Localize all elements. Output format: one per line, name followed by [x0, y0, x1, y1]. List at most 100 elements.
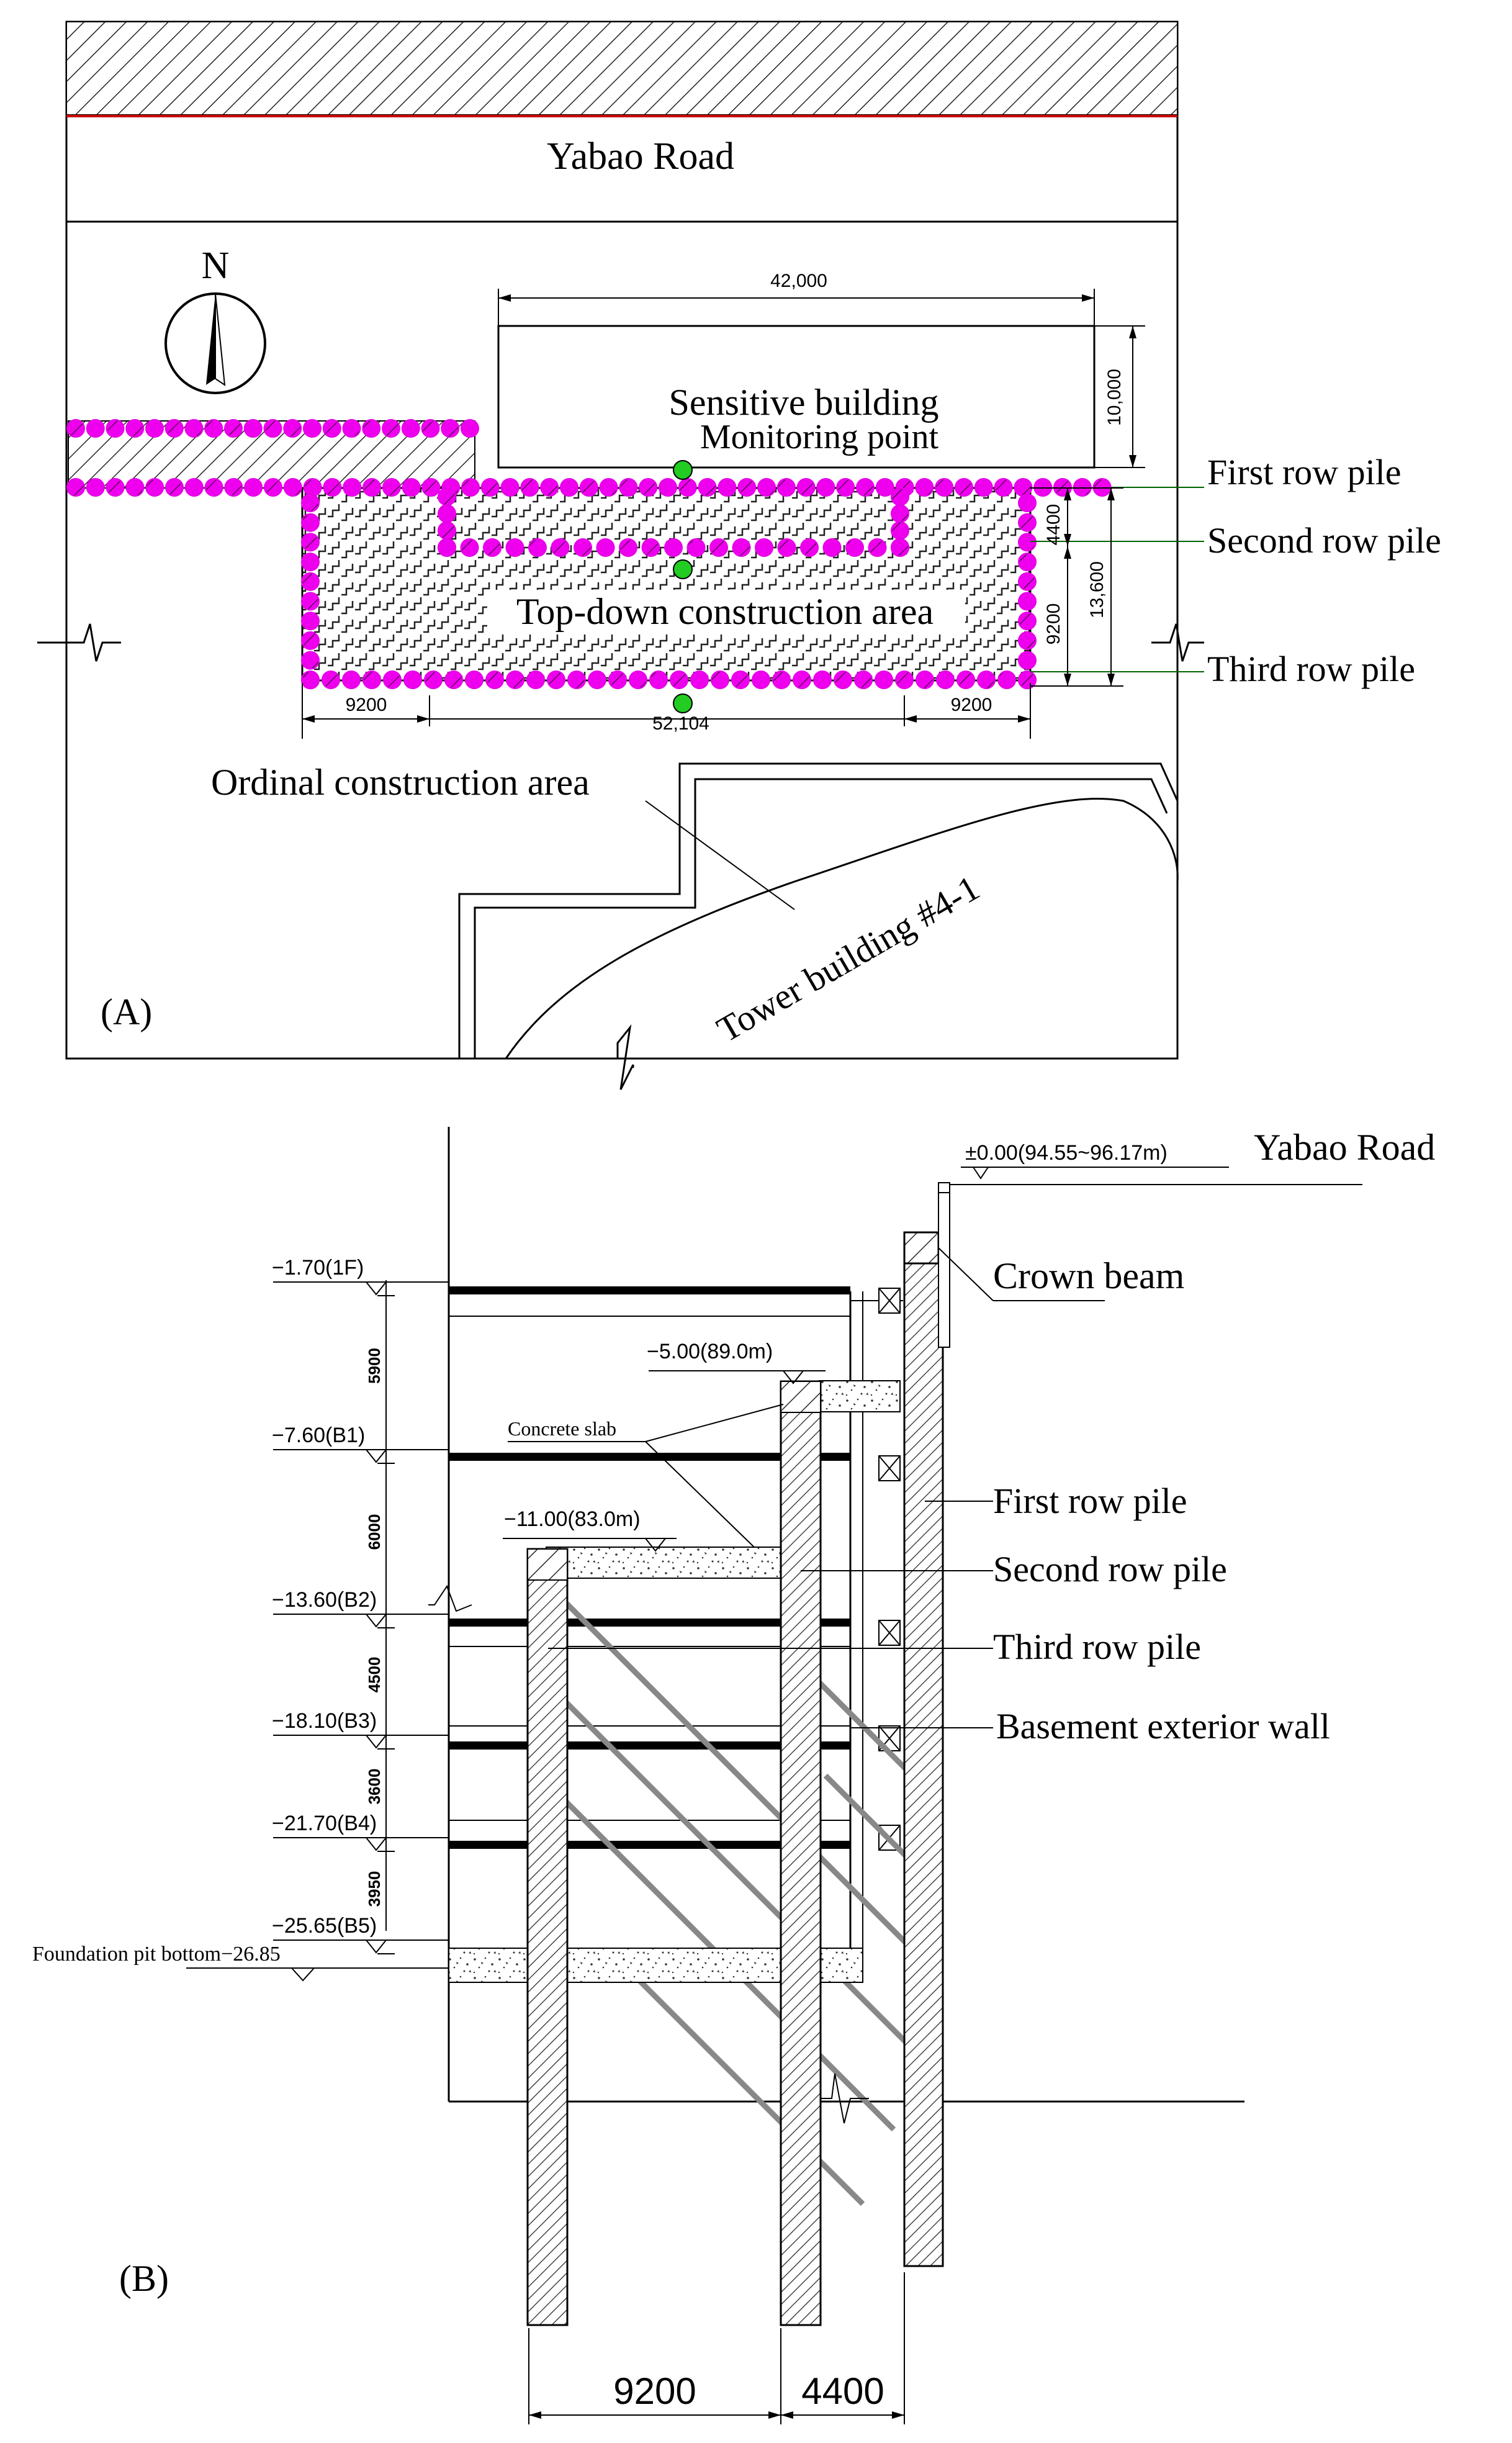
- pile-top-left: [401, 419, 420, 438]
- road-hatch: [66, 21, 1178, 115]
- first-row-pile: [836, 478, 855, 497]
- break-mark-right: [1151, 623, 1204, 662]
- first-row-pile: [224, 478, 243, 497]
- third-row-pile: [834, 671, 852, 689]
- third-row-pile: [383, 671, 402, 689]
- first-row-pile: [619, 478, 638, 497]
- pile-top-left: [164, 419, 184, 438]
- first-row-pile: [283, 478, 302, 497]
- tower-label: Tower building #4-1: [710, 867, 986, 1050]
- first-row-pile: [86, 478, 105, 497]
- first-row-pile: [994, 478, 1013, 497]
- second-row-pile: [777, 538, 796, 557]
- first-row-pile: [520, 478, 539, 497]
- panel-a: Yabao Road N Sensitive building Monitori…: [37, 20, 1441, 1090]
- struts: [850, 1288, 903, 1851]
- pile-top-left: [204, 419, 223, 438]
- panel-a-label: (A): [101, 991, 152, 1032]
- second-row-pile: [619, 538, 637, 557]
- concrete-slab-middle: [546, 1547, 783, 1579]
- third-row-pile: [813, 671, 832, 689]
- monitoring-point-label: Monitoring point: [700, 418, 939, 456]
- third-row-pile: [731, 671, 750, 689]
- pile-top-left: [421, 419, 440, 438]
- pile-top-left: [125, 419, 145, 438]
- first-row-pile: [145, 478, 164, 497]
- road-label-b: Yabao Road: [1254, 1127, 1435, 1168]
- monitoring-point-2: [673, 559, 693, 579]
- dim-right-offset-label: 9200: [951, 695, 992, 715]
- first-row-pile: [560, 478, 578, 497]
- road-level-label: ±0.00(94.55~96.17m): [965, 1141, 1168, 1165]
- north-arrow-icon: N: [164, 245, 266, 394]
- third-row-pile: [608, 671, 627, 689]
- third-row-pile: [547, 671, 565, 689]
- pile-top-left: [283, 419, 302, 438]
- dim-building-depth-label: 10,000: [1104, 369, 1125, 426]
- second-row-pile: [460, 538, 479, 557]
- ordinal-area-label: Ordinal construction area: [211, 762, 590, 803]
- third-row-pile: [301, 513, 320, 532]
- first-row-pile: [540, 478, 559, 497]
- third-row-pile-label-b: Third row pile: [993, 1627, 1201, 1667]
- second-row-pile: [800, 538, 819, 557]
- third-row-pile: [526, 1548, 569, 2326]
- first-row-pile: [737, 478, 757, 497]
- first-row-pile: [125, 478, 145, 497]
- pile-top-left: [342, 419, 361, 438]
- pile-top-left: [441, 419, 460, 438]
- first-row-pile: [639, 478, 658, 497]
- second-row-pile: [868, 538, 887, 557]
- pile-top-left: [224, 419, 243, 438]
- break-mark-b-bottom: [821, 2073, 869, 2124]
- third-row-pile: [301, 553, 320, 572]
- pile-top-left: [145, 419, 164, 438]
- second-row-pile: [438, 521, 456, 540]
- first-row-pile: [382, 478, 401, 497]
- third-row-pile: [711, 671, 729, 689]
- second-row-pile: [483, 538, 502, 557]
- north-label: N: [202, 245, 230, 287]
- third-row-pile: [629, 671, 647, 689]
- ordinal-outline-inner: [474, 778, 1168, 1059]
- third-row-pile: [444, 671, 463, 689]
- sensitive-building-label: Sensitive building: [669, 382, 939, 423]
- third-row-pile: [1018, 494, 1037, 512]
- third-row-pile: [301, 533, 320, 552]
- third-row-pile: [977, 671, 996, 689]
- sensitive-building: [497, 325, 1096, 469]
- third-row-pile: [301, 592, 320, 611]
- second-row-pile: [528, 538, 547, 557]
- first-row-pile: [816, 478, 835, 497]
- road-label: Yabao Road: [547, 135, 734, 178]
- pile-top-left: [362, 419, 381, 438]
- second-row-pile: [891, 487, 909, 506]
- third-row-pile: [936, 671, 955, 689]
- pile-top-left: [86, 419, 105, 438]
- third-row-pile: [1018, 553, 1037, 572]
- third-row-pile: [342, 671, 361, 689]
- piles-a: [66, 419, 1112, 690]
- crown-beam-label: Crown beam: [993, 1255, 1184, 1296]
- first-row-pile-label-b: First row pile: [993, 1481, 1187, 1521]
- retaining-cap: [938, 1185, 950, 1348]
- pile-top-left: [322, 419, 341, 438]
- first-row-pile: [303, 478, 322, 497]
- first-row-pile: [856, 478, 875, 497]
- third-row-pile: [1018, 513, 1037, 532]
- second-row-pile: [596, 538, 615, 557]
- second-row-pile: [845, 538, 864, 557]
- first-row-pile: [718, 478, 737, 497]
- second-row-pile: [686, 538, 706, 557]
- pile-top-left: [243, 419, 263, 438]
- second-row-pile-label-b: Second row pile: [993, 1549, 1227, 1589]
- second-row-pile: [709, 538, 728, 557]
- third-row-pile: [301, 651, 320, 670]
- first-row-pile: [579, 478, 598, 497]
- first-row-pile: [244, 478, 263, 497]
- third-row-pile: [588, 671, 606, 689]
- pile-top-left: [382, 419, 400, 438]
- second-row-pile: [505, 538, 524, 557]
- first-row-pile: [204, 478, 223, 497]
- second-row-pile: [780, 1380, 822, 2326]
